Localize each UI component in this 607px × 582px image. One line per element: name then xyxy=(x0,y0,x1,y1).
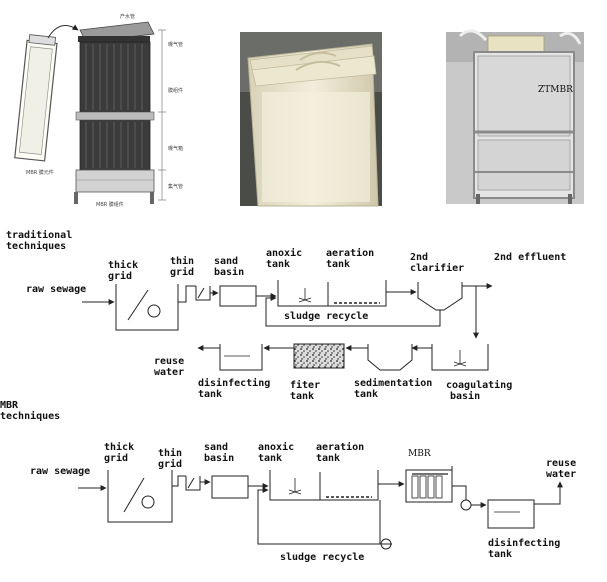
mbr-disinfecting-label-1: disinfecting xyxy=(488,537,560,549)
reuse-water-label-2: water xyxy=(154,367,184,378)
traditional-process: traditional techniques raw sewage thick … xyxy=(6,229,566,402)
coagulating-basin xyxy=(431,344,489,371)
thin-grid-label-2: grid xyxy=(170,266,194,278)
sand-basin-label-1: sand xyxy=(214,256,238,267)
mbr-thick-grid-pump xyxy=(141,495,155,509)
disinfecting-tank xyxy=(219,344,263,371)
mbr-membrane-unit xyxy=(405,469,453,503)
membrane-plate-photo xyxy=(240,32,382,207)
mbr-disinfecting-tank xyxy=(487,499,535,529)
tag-permeate-pipe: 产水管 xyxy=(120,13,135,20)
traditional-heading-1: traditional xyxy=(6,229,72,241)
reuse-outflow-arrow xyxy=(534,481,563,505)
mbr-anoxic-tank-label-1: anoxic xyxy=(258,441,294,453)
permeate-pump xyxy=(460,499,472,511)
mbr-thick-grid-tank xyxy=(107,470,173,523)
anoxic-tank-label-2: tank xyxy=(266,259,290,270)
clarifier-label-1: 2nd xyxy=(410,252,428,263)
tag-aeration-box: 曝气箱 xyxy=(168,145,183,152)
disinfecting-label-1: disinfecting xyxy=(198,377,270,389)
mbr-aeration-tank-label-1: aeration xyxy=(316,441,364,453)
traditional-heading-2: techniques xyxy=(6,240,66,252)
filter-label-1: fiter xyxy=(290,379,320,391)
thick-grid-pump xyxy=(147,304,161,318)
mbr-sand-basin-label-2: basin xyxy=(204,452,234,464)
thick-grid-label-1: thick xyxy=(108,259,138,271)
anoxic-aeration-tank xyxy=(277,280,387,307)
coagulating-label-2: basin xyxy=(450,390,480,402)
coagulating-label-1: coagulating xyxy=(446,379,512,391)
mbr-unit-label: MBR xyxy=(408,449,431,459)
thick-grid-screen xyxy=(127,289,149,321)
sedimentation-label-1: sedimentation xyxy=(354,377,432,389)
thin-grid-screen xyxy=(197,287,205,299)
membrane-module-frame xyxy=(74,21,166,204)
sedimentation-label-2: tank xyxy=(354,389,378,400)
disinfecting-label-2: tank xyxy=(198,389,222,400)
sludge-recycle-line xyxy=(265,295,441,327)
mbr-thick-grid-label-2: grid xyxy=(104,452,128,464)
mbr-reuse-water-label-1: reuse xyxy=(546,458,576,469)
anoxic-tank-label-1: anoxic xyxy=(266,247,302,259)
mbr-heading-1: MBR xyxy=(0,400,19,411)
membrane-element-sketch xyxy=(14,34,58,162)
clarifier-label-2: clarifier xyxy=(410,262,464,274)
mbr-module-illustration: 产水管 曝气管 膜组件 曝气箱 集气管 MBR 膜元件 MBR 膜组件 xyxy=(14,13,183,208)
filter-label-2: tank xyxy=(290,391,314,402)
sedimentation-tank xyxy=(367,344,413,371)
tag-membrane-module: 膜组件 xyxy=(168,87,183,94)
mbr-thin-grid-label-1: thin xyxy=(158,447,182,459)
mbr-thin-grid-channel xyxy=(185,476,201,491)
clarifier-tank xyxy=(417,282,463,311)
reuse-water-label-1: reuse xyxy=(154,356,184,367)
membrane-plates xyxy=(85,44,143,168)
mbr-heading-2: techniques xyxy=(0,410,60,422)
mbr-aeration-tank-label-2: tank xyxy=(316,453,340,464)
sludge-recycle-label: sludge recycle xyxy=(284,311,368,322)
mbr-disinfecting-label-2: tank xyxy=(488,549,512,560)
effluent-label: 2nd effluent xyxy=(494,252,566,263)
mbr-anoxic-aeration-tank xyxy=(269,470,379,501)
mbr-frame-photo: ZTMBR xyxy=(446,29,584,204)
mbr-thin-grid-label-2: grid xyxy=(158,458,182,470)
mbr-sludge-recycle-line xyxy=(257,487,381,545)
aeration-tank-label-2: tank xyxy=(326,259,350,270)
aeration-tank-label-1: aeration xyxy=(326,247,374,259)
tag-membrane-element: MBR 膜元件 xyxy=(26,169,54,176)
mbr-raw-sewage-label: raw sewage xyxy=(30,466,90,477)
sand-basin-tank xyxy=(219,285,257,307)
tag-mbr-module: MBR 膜组件 xyxy=(96,201,124,208)
mbr-process: MBR techniques raw sewage thick grid thi… xyxy=(0,400,576,563)
sand-basin-label-2: basin xyxy=(214,266,244,278)
mbr-sand-basin-label-1: sand xyxy=(204,442,228,453)
tag-gas-collector: 集气管 xyxy=(168,183,183,190)
raw-sewage-label: raw sewage xyxy=(26,284,86,295)
thin-grid-label-1: thin xyxy=(170,255,194,267)
tag-aeration-pipe: 曝气管 xyxy=(168,41,183,48)
mbr-reuse-water-label-2: water xyxy=(546,469,576,480)
filter-tank xyxy=(293,343,345,369)
mbr-anoxic-tank-label-2: tank xyxy=(258,453,282,464)
frame-plate-label: ZTMBR xyxy=(538,85,573,95)
thick-grid-label-2: grid xyxy=(108,270,132,282)
thick-grid-tank xyxy=(115,284,179,331)
mbr-sand-basin-tank xyxy=(211,475,249,499)
mbr-thick-grid-label-1: thick xyxy=(104,441,134,453)
mbr-sludge-recycle-label: sludge recycle xyxy=(280,552,364,563)
